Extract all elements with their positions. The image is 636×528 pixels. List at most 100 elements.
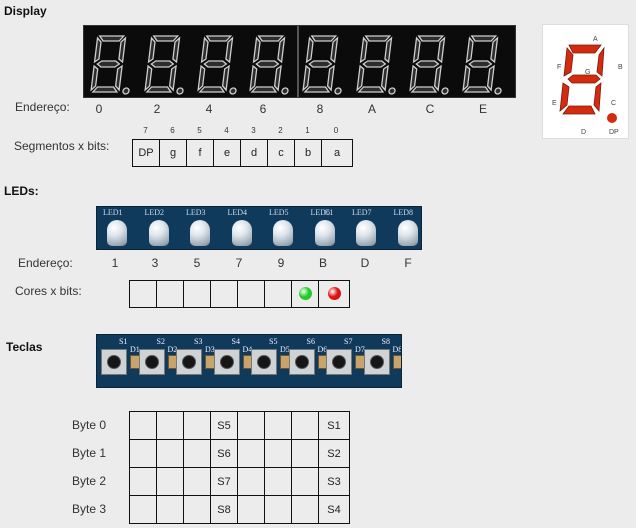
legend-dp-dot [607, 113, 617, 123]
bit-number-3: 4 [224, 126, 229, 135]
color-cell-4 [238, 281, 265, 307]
digit-1-segment-1 [172, 36, 181, 64]
legend-segment-6 [567, 74, 601, 84]
legend-segment-0 [568, 44, 602, 54]
digit-5-segment-1 [384, 36, 393, 64]
digit-7-segment-1 [490, 36, 499, 64]
bit-number-6: 1 [305, 126, 310, 135]
led-bulb-1 [148, 220, 169, 246]
led-board-label-6: LED7 [352, 208, 372, 217]
leds-section-title: LEDs: [4, 184, 39, 198]
key-switch-4 [251, 349, 277, 375]
diode-board-label-6: D7 [355, 345, 365, 354]
byte-3-cell-1 [157, 496, 184, 524]
led-board-label-1: LED2 [144, 208, 165, 217]
byte-2-cell-1 [157, 468, 184, 496]
display-address-0: 0 [95, 102, 103, 116]
led-address-3: 7 [235, 256, 243, 270]
byte-0-cell-5 [265, 412, 292, 440]
byte-2-cell-2 [184, 468, 211, 496]
digit-7 [462, 35, 502, 95]
byte-3-cell-0 [130, 496, 157, 524]
digit-2-segment-0 [205, 35, 233, 42]
legend-label-c: C [611, 100, 616, 107]
digit-1-segment-4 [144, 64, 153, 92]
byte-0-cell-0 [130, 412, 157, 440]
led-bulb-0 [107, 220, 127, 246]
digit-0-dp [122, 87, 130, 95]
led-bulb-3 [231, 220, 252, 246]
byte-2-cell-6 [292, 468, 319, 496]
seven-segment-digits [90, 35, 502, 95]
led-bulb-4 [273, 220, 293, 246]
digit-0 [90, 35, 130, 95]
digit-7-segment-2 [486, 64, 495, 92]
color-cell-7 [319, 281, 349, 307]
legend-label-a: A [593, 36, 598, 43]
segments-label: Segmentos x bits: [14, 139, 110, 153]
byte-row-label-0: Byte 0 [72, 418, 107, 432]
segment-cell-4: d [241, 140, 268, 166]
byte-1-cell-0 [130, 440, 157, 468]
led-address-4: 9 [277, 256, 285, 270]
digit-6-dp [441, 87, 449, 95]
colors-label: Cores x bits: [15, 284, 82, 298]
key-board-label-1: S2 [156, 337, 165, 346]
key-switch-5 [288, 349, 315, 375]
segment-cell-3: e [214, 140, 241, 166]
digit-0-segment-2 [114, 64, 123, 92]
diode-7 [392, 355, 401, 369]
display-address-5: A [367, 102, 376, 116]
digit-6-segment-2 [433, 64, 442, 92]
led-address-2: 5 [193, 256, 201, 270]
digit-4-segment-4 [302, 64, 311, 92]
byte-1-cell-3: S6 [211, 440, 238, 468]
digit-0-segment-3 [91, 86, 119, 93]
led-bulb-5 [314, 220, 335, 246]
byte-2-cell-5 [265, 468, 292, 496]
byte-0-cell-2 [184, 412, 211, 440]
led-address-7: F [404, 256, 412, 270]
digit-5-segment-6 [362, 60, 387, 68]
bit-number-0: 7 [143, 126, 148, 135]
digit-2-segment-6 [203, 60, 228, 68]
digit-5-segment-3 [357, 86, 385, 93]
segment-cell-7: a [333, 147, 341, 159]
byte-row-label-3: Byte 3 [72, 502, 107, 516]
key-board-label-5: S6 [306, 337, 315, 346]
byte-3-cell-4 [238, 496, 265, 524]
segment-cell-2: f [187, 140, 214, 166]
diode-board-label-2: D3 [205, 345, 215, 354]
key-switch-3 [213, 349, 240, 375]
digit-1-segment-3 [145, 86, 173, 93]
led-address-6: D [360, 256, 370, 270]
byte-1-cell-5 [265, 440, 292, 468]
byte-2-cell-4 [238, 468, 265, 496]
key-board-label-3: S4 [231, 337, 240, 346]
led-board-label-2: LED3 [186, 208, 206, 217]
led-board-label-7: LED8 [393, 208, 414, 217]
byte-2-cell-3: S7 [211, 468, 238, 496]
diode-board-label-0: D1 [130, 345, 140, 354]
diode-board-label-5: D6 [317, 345, 328, 354]
color-cell-1 [157, 281, 184, 307]
digit-5 [356, 35, 396, 95]
segment-legend-svg: A B C D E F G DP [552, 36, 623, 136]
digit-0-segment-4 [90, 64, 99, 92]
digit-3-segment-5 [252, 36, 261, 64]
digit-1-dp [176, 87, 184, 95]
byte-3-cell-7: S4 [327, 504, 341, 516]
display-section-title: Display [4, 4, 47, 18]
display-address-6: C [425, 102, 435, 116]
digit-1-segment-0 [152, 35, 180, 42]
legend-label-e: E [552, 100, 557, 107]
byte-3-cell-6 [292, 496, 319, 524]
legend-segment-5 [563, 47, 574, 77]
key-switch-cap-1 [144, 355, 159, 369]
segment-cell-6: b [295, 140, 322, 166]
diode-board-label-1: D2 [167, 345, 178, 354]
byte-3-cell-3: S8 [211, 496, 238, 524]
red-led-indicator [327, 287, 341, 300]
key-switch-1 [138, 349, 165, 375]
